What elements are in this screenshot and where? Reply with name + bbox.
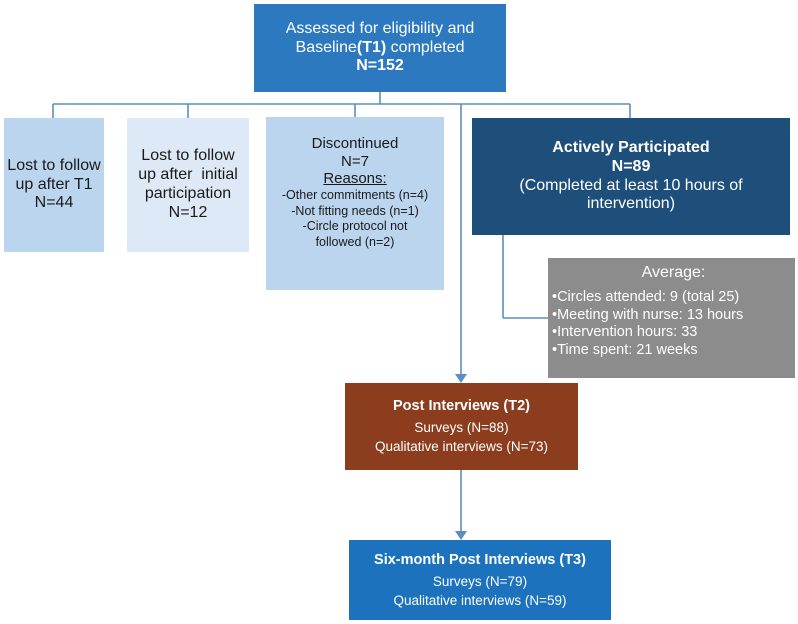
box-lost-after-initial: Lost to follow up after initial particip… (127, 118, 249, 252)
top-line2-prefix: Baseline (295, 38, 357, 56)
average-item-nurse: •Meeting with nurse: 13 hours (552, 306, 744, 323)
average-item-time: •Time spent: 21 weeks (552, 341, 698, 358)
average-item-hours: •Intervention hours: 33 (552, 324, 698, 341)
box-assessed-baseline: Assessed for eligibility and Baseline(T1… (254, 4, 506, 92)
top-line1: Assessed for eligibility and (285, 19, 475, 37)
top-count: N=152 (356, 57, 404, 75)
post-surveys: Surveys (N=88) (414, 420, 509, 436)
top-line2: Baseline(T1) completed (296, 39, 465, 58)
top-line2-suffix: completed (386, 38, 465, 56)
box-discontinued: Discontinued N=7 Reasons: -Other commitm… (266, 117, 444, 290)
average-title: Average: (641, 264, 706, 281)
discontinued-reasons-label: Reasons: (323, 170, 387, 188)
box-six-month-interviews-t3: Six-month Post Interviews (T3) Surveys (… (349, 540, 611, 620)
six-month-qualitative: Qualitative interviews (N=59) (393, 592, 567, 608)
discontinued-count: N=7 (341, 152, 369, 170)
lost-initial-line3: participation (144, 185, 232, 202)
box-lost-after-t1: Lost to follow up after T1 N=44 (4, 118, 104, 252)
active-count: N=89 (611, 157, 651, 175)
box-post-interviews-t2: Post Interviews (T2) Surveys (N=88) Qual… (345, 383, 578, 470)
lost-t1-line2: up after T1 (15, 175, 93, 193)
six-month-surveys: Surveys (N=79) (432, 573, 528, 589)
box-actively-participated: Actively Participated N=89 (Completed at… (472, 118, 790, 235)
lost-initial-line1: Lost to follow (141, 147, 235, 165)
lost-initial-line2: up after initial (138, 166, 238, 184)
box-average: Average: •Circles attended: 9 (total 25)… (548, 258, 795, 378)
discontinued-reason-1: -Other commitments (n=4) (281, 188, 429, 203)
arrowhead-to-six-month (455, 531, 467, 540)
active-line2: intervention) (586, 195, 676, 213)
active-title: Actively Participated (552, 138, 710, 156)
lost-t1-count: N=44 (34, 194, 74, 212)
discontinued-reason-4: followed (n=2) (315, 234, 395, 249)
discontinued-title: Discontinued (311, 135, 399, 152)
lost-t1-line1: Lost to follow (7, 156, 101, 174)
arrowhead-to-post (455, 374, 467, 383)
post-qualitative: Qualitative interviews (N=73) (375, 439, 548, 455)
discontinued-reason-2: -Not fitting needs (n=1) (291, 203, 419, 218)
six-month-title: Six-month Post Interviews (T3) (374, 551, 586, 568)
average-item-circles: •Circles attended: 9 (total 25) (552, 288, 740, 305)
active-line1: (Completed at least 10 hours of (519, 176, 743, 194)
top-line2-bold: (T1) (356, 38, 387, 56)
post-title: Post Interviews (T2) (393, 398, 530, 415)
discontinued-reason-3: -Circle protocol not (302, 219, 408, 234)
lost-initial-count: N=12 (168, 203, 208, 221)
